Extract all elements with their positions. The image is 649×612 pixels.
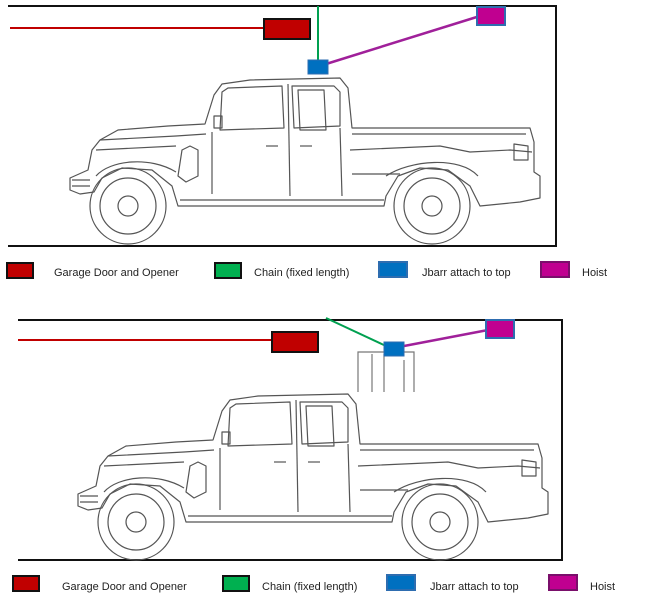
- hoist-line-bottom: [403, 328, 489, 348]
- chain-label: Chain (fixed length): [262, 581, 358, 593]
- garage-frame-bottom: [18, 319, 563, 561]
- garage-door-opener-bottom: [271, 331, 319, 353]
- jbarr-swatch: [386, 574, 416, 591]
- hoist-swatch: [548, 574, 578, 591]
- jbarr-swatch: [378, 261, 408, 278]
- hoist-label: Hoist: [590, 581, 616, 593]
- top-panel: [8, 5, 557, 247]
- garage-frame-top: [8, 5, 557, 247]
- garage-door-label: Garage Door and Opener: [62, 581, 187, 593]
- chain-bottom: [325, 317, 387, 347]
- hoist-line-top: [325, 14, 481, 66]
- hoist-bottom: [485, 319, 515, 339]
- garage-door-opener-top: [263, 18, 311, 40]
- garage-door-swatch: [6, 262, 34, 279]
- chain-swatch: [222, 575, 250, 592]
- garage-door-swatch: [12, 575, 40, 592]
- hoist-label: Hoist: [582, 267, 608, 279]
- truck-drawing: [69, 77, 541, 245]
- garage-door-label: Garage Door and Opener: [54, 267, 179, 279]
- chain-label: Chain (fixed length): [254, 267, 350, 279]
- top-rack-drawing: [357, 351, 415, 392]
- hoist-swatch: [540, 261, 570, 278]
- bottom-panel: [18, 317, 563, 561]
- chain-swatch: [214, 262, 242, 279]
- jbarr-label: Jbarr attach to top: [430, 581, 519, 593]
- jbarr-attach-bottom: [383, 341, 405, 357]
- hoist-top: [476, 6, 506, 26]
- jbarr-attach-top: [307, 59, 329, 75]
- jbarr-label: Jbarr attach to top: [422, 267, 511, 279]
- truck-drawing: [77, 393, 549, 561]
